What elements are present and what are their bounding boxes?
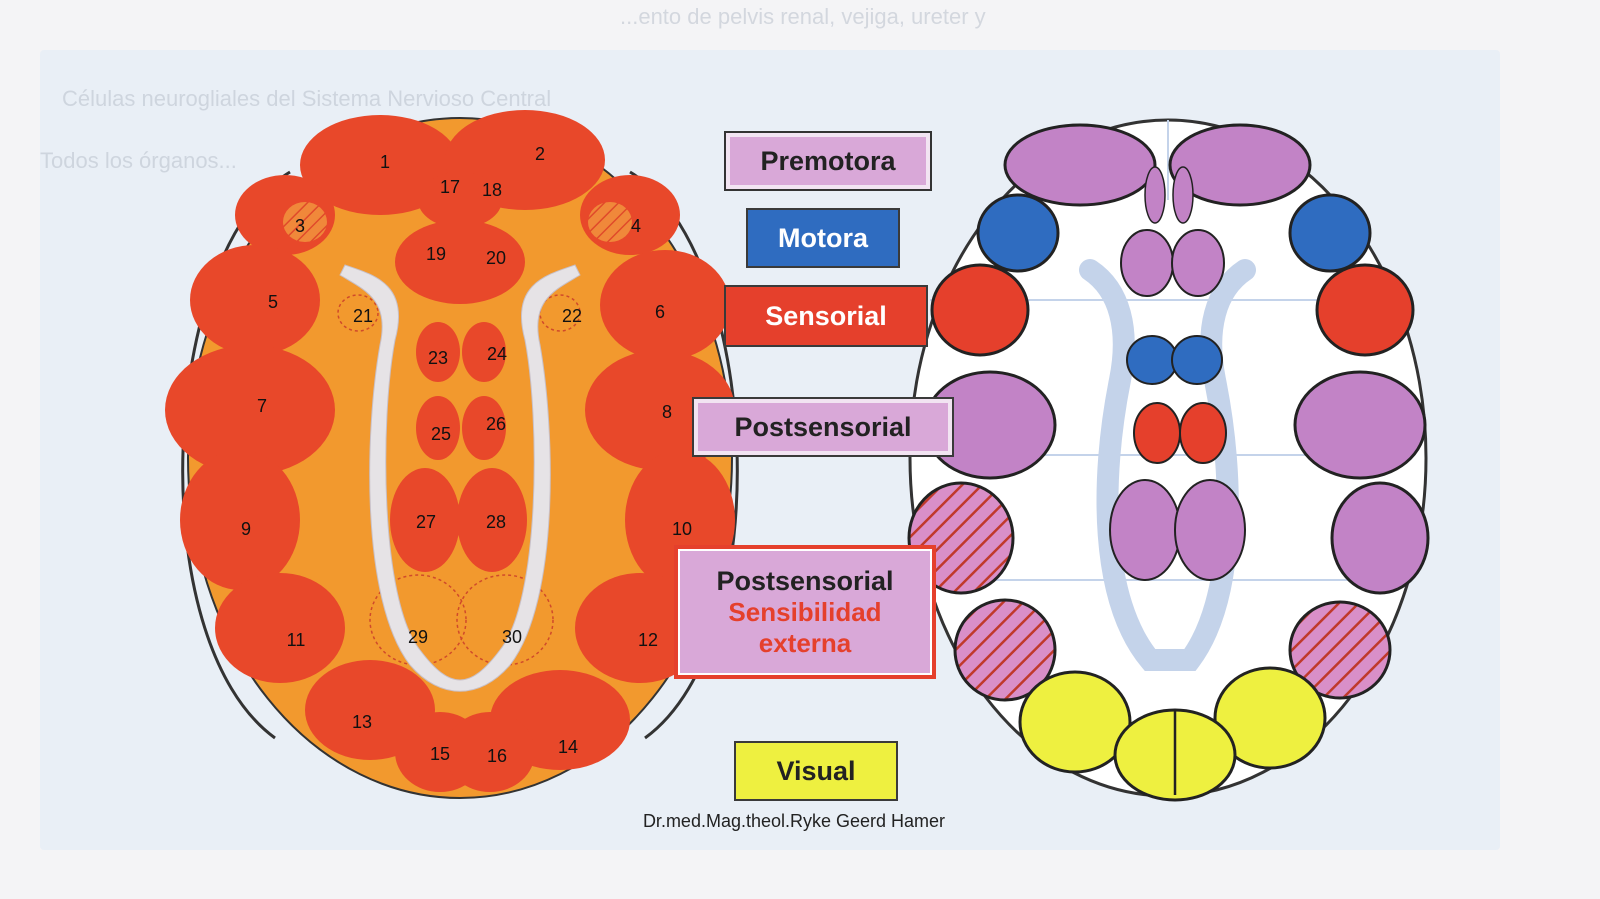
- region-number-13: 13: [352, 712, 372, 732]
- region-number-22: 22: [562, 306, 582, 326]
- region-number-21: 21: [353, 306, 373, 326]
- region-number-29: 29: [408, 627, 428, 647]
- right-brain-map: [907, 118, 1430, 802]
- legend-postsensorial: Postsensorial: [692, 397, 954, 457]
- legend-visual: Visual: [734, 741, 898, 801]
- postsensory-region: [1109, 479, 1181, 581]
- sensory-region: [1179, 402, 1227, 464]
- premotor-region: [1003, 123, 1157, 207]
- sensory-region: [1133, 402, 1181, 464]
- author-credit: Dr.med.Mag.theol.Ryke Geerd Hamer: [642, 811, 946, 831]
- legend-sensibilidad-label: Sensibilidad: [728, 597, 882, 627]
- region-number-24: 24: [487, 344, 507, 364]
- motor-region: [976, 193, 1060, 273]
- external-sensitivity-region: [953, 598, 1057, 702]
- ventricle: [339, 264, 581, 692]
- legend-visual-label: Visual: [776, 755, 856, 786]
- region-number-16: 16: [487, 746, 507, 766]
- background-text-line: ...ento de pelvis renal, vejiga, ureter …: [620, 4, 986, 29]
- region-number-9: 9: [241, 519, 251, 539]
- postsensory-region: [1293, 370, 1427, 480]
- sensory-region: [1315, 263, 1415, 357]
- hatched-region: [588, 202, 632, 242]
- postsensory-region: [1174, 479, 1246, 581]
- region-number-3: 3: [295, 216, 305, 236]
- premotor-region: [1172, 166, 1194, 224]
- region-number-6: 6: [655, 302, 665, 322]
- region-number-26: 26: [486, 414, 506, 434]
- legend-sensorial-label: Sensorial: [765, 300, 887, 331]
- region-number-5: 5: [268, 292, 278, 312]
- region-number-25: 25: [431, 424, 451, 444]
- motor-region: [1126, 335, 1178, 385]
- region-number-19: 19: [426, 244, 446, 264]
- visual-region: [1213, 666, 1327, 770]
- region-number-27: 27: [416, 512, 436, 532]
- legend-externa-label: externa: [758, 628, 852, 659]
- external-sensitivity-region: [1288, 600, 1392, 700]
- region-number-30: 30: [502, 627, 522, 647]
- legend-premotora-label: Premotora: [760, 145, 896, 176]
- region-number-20: 20: [486, 248, 506, 268]
- premotor-region: [1168, 123, 1312, 207]
- region-number-17: 17: [440, 177, 460, 197]
- region-number-23: 23: [428, 348, 448, 368]
- premotor-region: [1120, 229, 1174, 297]
- background-text-line: Células neurogliales del Sistema Nervios…: [62, 86, 552, 111]
- legend-postsensorial-2-label: Postsensorial: [716, 565, 894, 596]
- region-number-14: 14: [558, 737, 578, 757]
- region-number-4: 4: [631, 216, 641, 236]
- hatched-region: [283, 202, 327, 242]
- premotor-region: [1171, 229, 1225, 297]
- region-number-28: 28: [486, 512, 506, 532]
- visual-region: [1018, 670, 1132, 774]
- region-number-2: 2: [535, 144, 545, 164]
- legend-motora-label: Motora: [778, 222, 868, 253]
- legend-sensorial: Sensorial: [724, 285, 928, 347]
- region-number-7: 7: [257, 396, 267, 416]
- region-number-18: 18: [482, 180, 502, 200]
- legend-postsensorial-sensibilidad-externa: Postsensorial Sensibilidad externa: [674, 545, 936, 679]
- legend-premotora: Premotora: [724, 131, 932, 191]
- postsensory-region: [1330, 481, 1430, 595]
- region-number-11: 11: [287, 630, 306, 650]
- premotor-region: [1144, 166, 1166, 224]
- region-number-15: 15: [430, 744, 450, 764]
- motor-region: [1288, 193, 1372, 273]
- legend-postsensorial-label: Postsensorial: [734, 411, 912, 442]
- background-text-line: Todos los órganos...: [40, 148, 237, 173]
- region-number-12: 12: [638, 630, 658, 650]
- region-number-1: 1: [380, 152, 390, 172]
- region-circles: [907, 123, 1430, 802]
- sensory-region: [930, 263, 1030, 357]
- motor-region: [1171, 335, 1223, 385]
- region-number-10: 10: [672, 519, 692, 539]
- region-number-8: 8: [662, 402, 672, 422]
- legend-motora: Motora: [746, 208, 900, 268]
